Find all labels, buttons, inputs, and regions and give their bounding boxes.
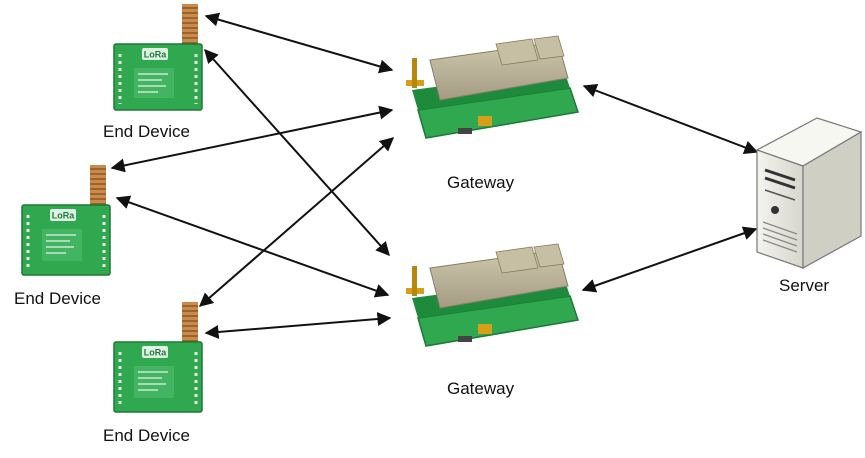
gateway-2-label: Gateway bbox=[447, 379, 515, 398]
gateway-2 bbox=[406, 243, 579, 347]
link-gateway-1-server bbox=[582, 83, 759, 155]
end-device-1: LoRa bbox=[113, 4, 203, 111]
link-end-device-3-gateway-1 bbox=[198, 137, 395, 307]
chip-logo: LoRa bbox=[144, 50, 167, 60]
server bbox=[755, 117, 863, 270]
link-end-device-2-gateway-2 bbox=[115, 195, 390, 298]
link-end-device-1-gateway-1 bbox=[204, 12, 394, 74]
end-device-2: LoRa bbox=[21, 165, 111, 276]
end-device-1-label: End Device bbox=[103, 122, 190, 141]
end-device-2-label: End Device bbox=[14, 289, 101, 308]
chip-logo: LoRa bbox=[144, 348, 167, 358]
link-end-device-1-gateway-2 bbox=[204, 48, 390, 257]
connections bbox=[110, 12, 759, 339]
link-gateway-2-server bbox=[581, 226, 758, 293]
server-label: Server bbox=[779, 276, 830, 295]
gateway-1-label: Gateway bbox=[447, 173, 515, 192]
gateway-board-icon bbox=[406, 35, 579, 139]
end-device-3: LoRa bbox=[113, 302, 203, 413]
end-device-3-label: End Device bbox=[103, 426, 190, 445]
gateway-1 bbox=[406, 35, 579, 139]
link-end-device-3-gateway-2 bbox=[204, 312, 392, 339]
server-tower-icon bbox=[755, 117, 863, 270]
gateway-board-icon bbox=[406, 243, 579, 347]
chip-logo: LoRa bbox=[52, 211, 75, 221]
antenna-coil-icon bbox=[182, 302, 198, 350]
